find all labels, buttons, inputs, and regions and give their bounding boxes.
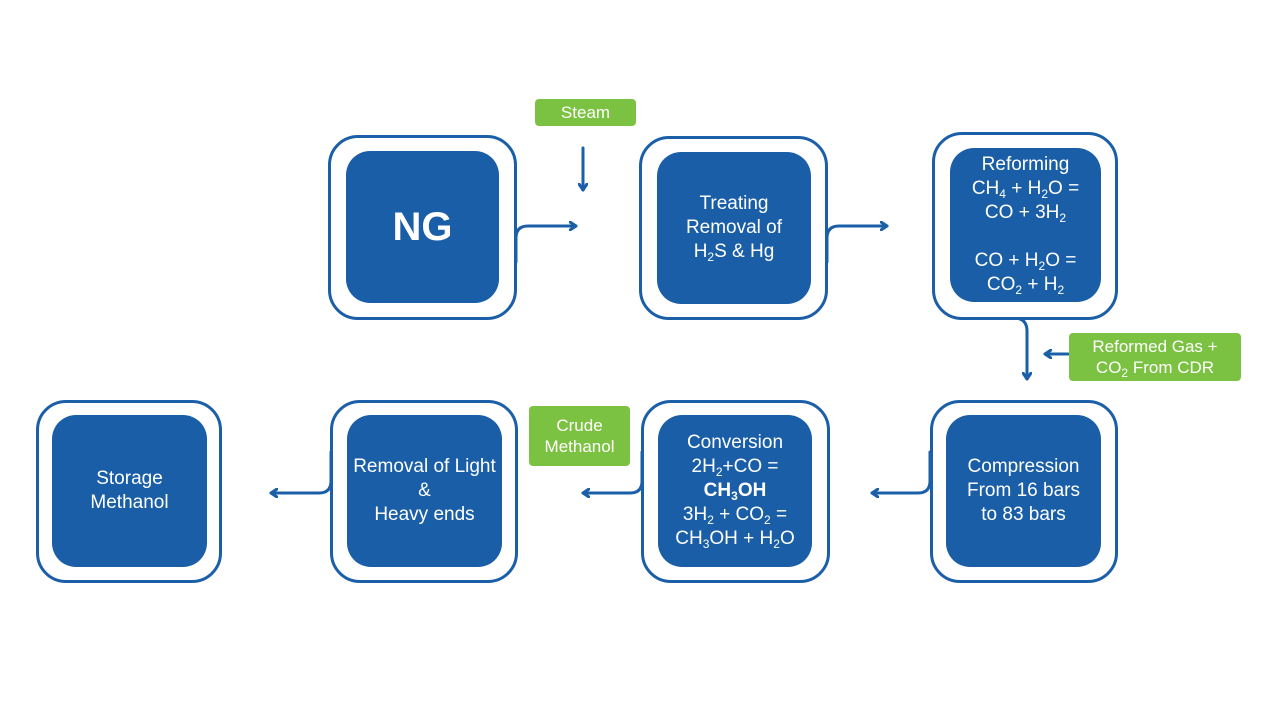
removal-line2: & <box>418 480 431 501</box>
reforming-eq1-line2: CO + 3H2 <box>984 202 1067 225</box>
reformed-gas-line2: CO2 From CDR <box>1095 358 1215 380</box>
removal-node: Removal of Light & Heavy ends <box>347 415 502 567</box>
storage-line2: Methanol <box>90 492 169 513</box>
reforming-eq1-line1: CH4 + H2O = <box>971 178 1080 201</box>
treating-node: Treating Removal of H2S & Hg <box>657 152 811 304</box>
reforming-title: Reforming <box>981 154 1070 175</box>
ng-node: NG <box>346 151 499 303</box>
compression-line1: Compression <box>967 456 1080 477</box>
crude-methanol-tag: Crude Methanol <box>529 406 630 466</box>
conversion-node: Conversion 2H2+CO = CH3OH 3H2 + CO2 = CH… <box>658 415 812 567</box>
conversion-eq2: 3H2 + CO2 = <box>682 504 788 527</box>
arrow-ng-to-treating <box>514 226 578 264</box>
steam-label: Steam <box>560 103 611 122</box>
conversion-eq1: 2H2+CO = <box>691 456 779 479</box>
ng-label: NG <box>392 205 453 249</box>
reformed-gas-line1: Reformed Gas + <box>1092 337 1218 356</box>
treating-line2: Removal of <box>685 217 783 238</box>
crude-methanol-line2: Methanol <box>544 437 615 456</box>
reforming-node: Reforming CH4 + H2O = CO + 3H2 CO + H2O … <box>950 148 1101 302</box>
arrow-compression-to-conversion <box>870 450 932 493</box>
storage-line1: Storage <box>96 468 163 489</box>
removal-line1: Removal of Light <box>353 456 496 477</box>
reformed-gas-tag: Reformed Gas + CO2 From CDR <box>1069 333 1241 381</box>
compression-node: Compression From 16 bars to 83 bars <box>946 415 1101 567</box>
steam-tag: Steam <box>535 99 636 126</box>
compression-line3: to 83 bars <box>981 504 1066 525</box>
treating-line1: Treating <box>699 193 769 214</box>
conversion-title: Conversion <box>686 432 784 453</box>
reforming-eq2-line2: CO2 + H2 <box>986 274 1065 297</box>
conversion-product: CH3OH <box>703 480 767 503</box>
reforming-eq2-line1: CO + H2O = <box>974 250 1077 273</box>
treating-line3: H2S & Hg <box>693 241 775 264</box>
arrow-removal-to-storage <box>269 450 333 493</box>
arrow-reforming-to-compression <box>1008 316 1027 381</box>
arrow-treating-to-reforming <box>825 226 889 264</box>
conversion-eq3: CH3OH + H2O <box>675 528 795 551</box>
compression-line2: From 16 bars <box>967 480 1080 501</box>
crude-methanol-line1: Crude <box>556 416 603 435</box>
removal-line3: Heavy ends <box>374 504 475 525</box>
storage-node: Storage Methanol <box>52 415 207 567</box>
